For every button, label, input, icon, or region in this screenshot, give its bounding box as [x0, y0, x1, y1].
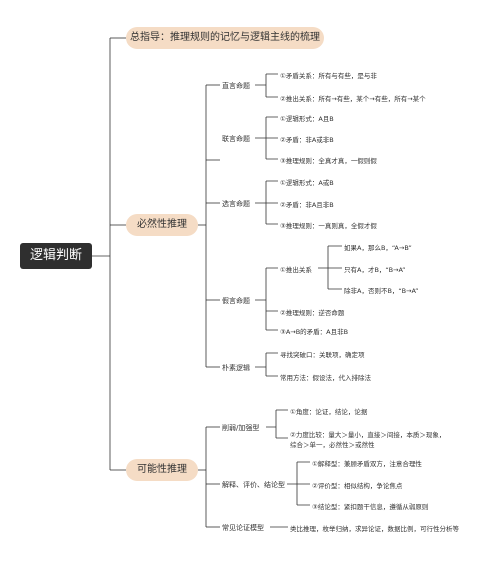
- explain-evaluate-node: 解释、评价、结论型: [222, 481, 285, 489]
- hypothetical-proposition-node: 假言命题: [222, 297, 250, 305]
- disjunctive-proposition-node: 选言命题: [222, 200, 250, 208]
- conjunctive-item-2: ②矛盾：非A或非B: [280, 136, 334, 144]
- root-node: 逻辑判断: [20, 243, 92, 269]
- direct-item-1: ①矛盾关系：所有与有些，是与非: [280, 72, 377, 80]
- simple-logic-item-2: 常用方法：假设法，代入排除法: [280, 374, 371, 382]
- conjunctive-proposition-node: 联言命题: [222, 135, 250, 143]
- weaken-strengthen-node: 削弱/加强型: [222, 424, 260, 432]
- argument-models-node: 常见论证模型: [222, 524, 264, 532]
- hypothetical-push-node: ①推出关系: [280, 266, 312, 274]
- necessary-reasoning-node: 必然性推理: [126, 214, 198, 236]
- possible-reasoning-node: 可能性推理: [126, 459, 198, 481]
- direct-proposition-node: 直言命题: [222, 82, 250, 90]
- hypothetical-push-item-3: 除非A，否则不B，“B→A”: [344, 287, 419, 295]
- weaken-item-1: ①角度：论证，结论，论据: [290, 408, 368, 416]
- simple-logic-item-1: 寻找突破口：关联项，确定项: [280, 351, 365, 359]
- direct-item-2: ②推出关系：所有→有些，某个→有些，所有→某个: [280, 95, 426, 103]
- conjunctive-item-1: ①逻辑形式：A且B: [280, 115, 334, 123]
- hypothetical-push-item-2: 只有A，才B，“B→A”: [344, 266, 406, 274]
- argument-models-item: 类比推理，枚举归纳，求异论证，数据比例，可行性分析等: [290, 525, 459, 533]
- conjunctive-item-3: ③推理规则：全真才真，一假则假: [280, 157, 377, 165]
- hypothetical-item-3: ③A→B的矛盾：A且非B: [280, 328, 349, 336]
- top-branch-node: 总指导：推理规则的记忆与逻辑主线的梳理: [126, 27, 324, 49]
- hypothetical-item-2: ②推理规则：逆否命题: [280, 309, 345, 317]
- hypothetical-push-item-1: 如果A，那么B，“A→B”: [344, 244, 412, 252]
- explain-item-2: ②评价型：相似结构，争论焦点: [312, 482, 403, 490]
- weaken-item-2-line-2: 综合＞单一，必然性＞或然性: [290, 441, 375, 449]
- disjunctive-item-2: ②矛盾：非A且非B: [280, 201, 334, 209]
- simple-logic-node: 朴素逻辑: [222, 364, 250, 372]
- explain-item-1: ①解释型：兼顾矛盾双方，注意合理性: [312, 460, 422, 468]
- disjunctive-item-3: ③推理规则：一真则真，全假才假: [280, 222, 377, 230]
- disjunctive-item-1: ①逻辑形式：A或B: [280, 179, 334, 187]
- weaken-item-2-line-1: ②力度比较：量大＞量小，直接＞间接，本质＞现象，: [290, 431, 446, 439]
- explain-item-3: ③结论型：紧扣题干信息，遵循从弱原则: [312, 503, 429, 511]
